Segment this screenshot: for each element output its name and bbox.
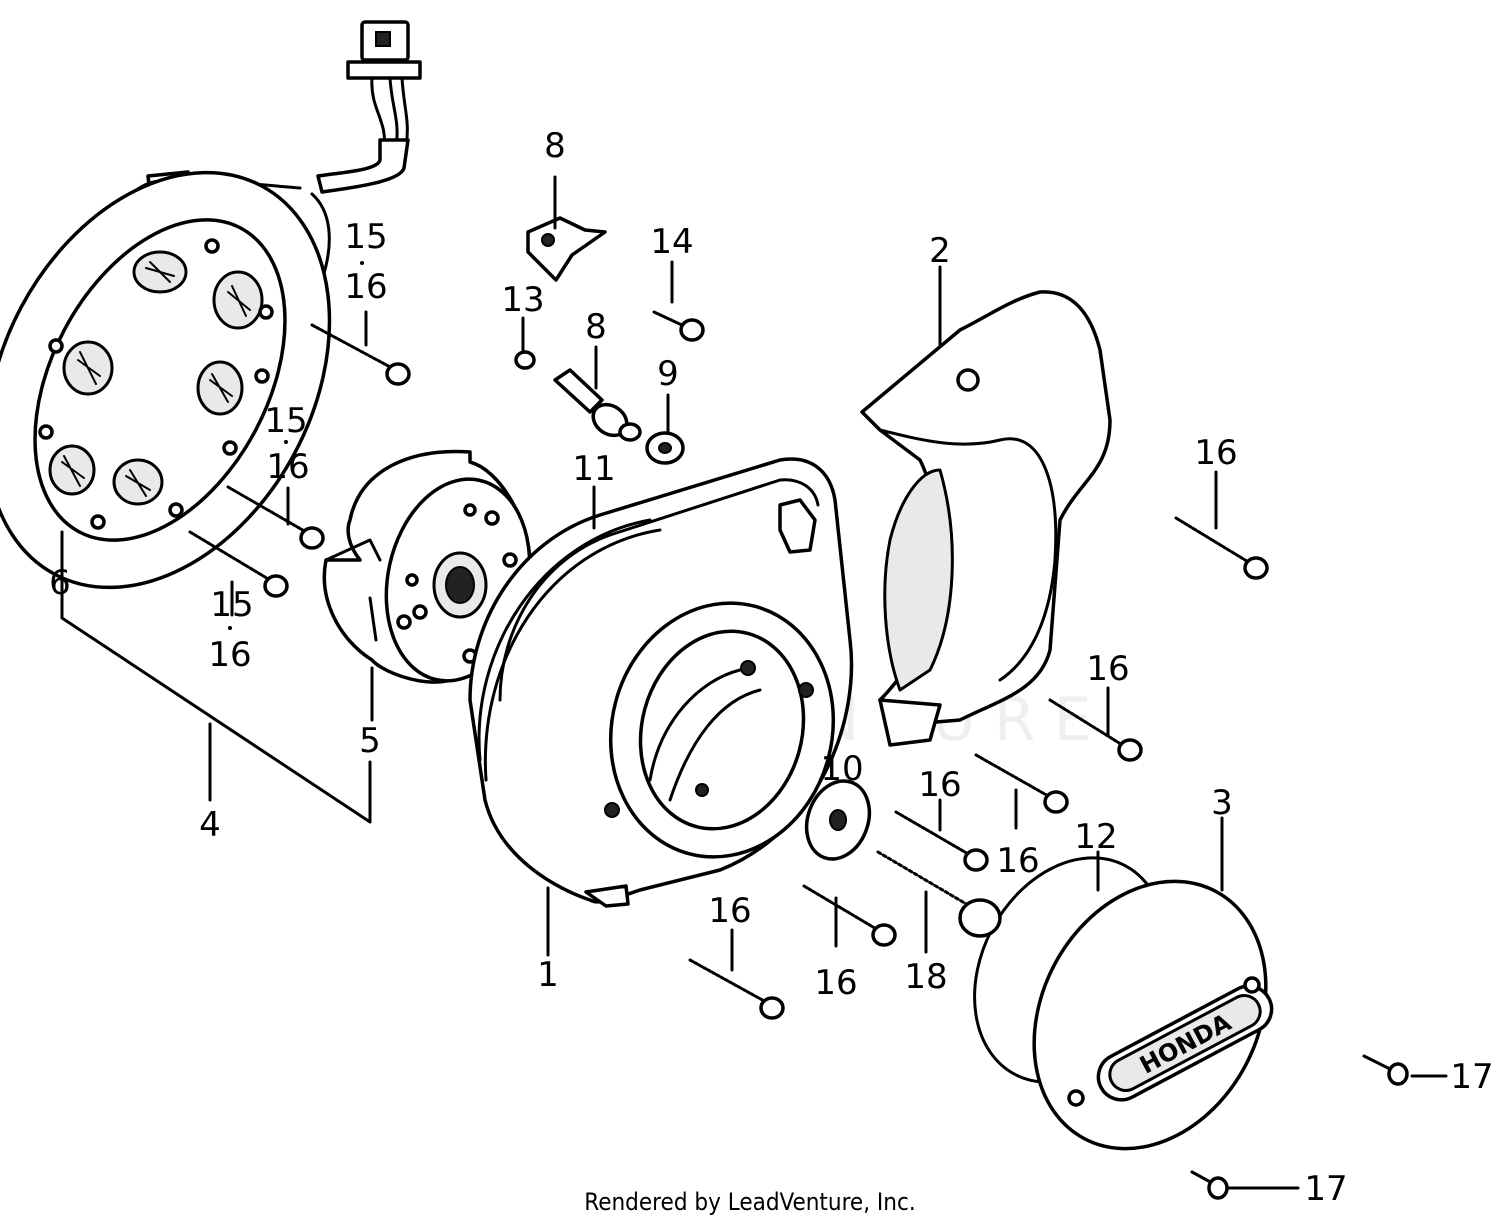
callout-16i: 16 (708, 891, 751, 931)
callout-15b: 15 (264, 401, 307, 441)
bolt-15-16-mid (226, 485, 325, 550)
callout-2: 2 (929, 231, 951, 271)
o-ring-13 (514, 350, 536, 370)
callout-16f: 16 (918, 765, 961, 805)
callout-8: 8 (585, 307, 607, 347)
screw-17-lower (1190, 1170, 1229, 1200)
callout-18: 18 (904, 957, 947, 997)
gasket-ring-11 (477, 518, 662, 782)
callout-16g: 16 (996, 841, 1039, 881)
dot-separators (228, 261, 364, 630)
leader-lines (60, 175, 1448, 1190)
bolt-18 (876, 850, 1002, 938)
callout-4: 4 (199, 805, 221, 845)
callout-16b: 16 (266, 447, 309, 487)
callout-5: 5 (359, 721, 381, 761)
bolt-15-16-low (188, 530, 289, 598)
bracket-7 (526, 216, 607, 282)
callout-10: 10 (820, 749, 863, 789)
bolt-16-center-c (802, 884, 897, 947)
stator-part (0, 20, 422, 590)
bolt-16-center-b (894, 810, 989, 872)
callout-17b: 17 (1304, 1169, 1347, 1209)
callout-15c: 15 (210, 585, 253, 625)
callout-15a: 15 (344, 217, 387, 257)
callout-16a: 16 (344, 267, 387, 307)
nut-9 (645, 431, 685, 465)
bolt-16-bottom (688, 958, 785, 1020)
screw-17-upper (1362, 1054, 1409, 1086)
callout-1: 1 (537, 955, 559, 995)
callout-9: 9 (657, 354, 679, 394)
bolt-15-16-top (310, 323, 411, 386)
callout-6: 6 (49, 563, 71, 603)
callout-14: 14 (650, 222, 693, 262)
callout-13: 13 (501, 280, 544, 320)
credit-text: Rendered by LeadVenture, Inc. (584, 1188, 915, 1216)
left-crankcase-cover-part (468, 457, 854, 908)
callout-16c: 16 (208, 635, 251, 675)
bolt-16-right-mid (1048, 698, 1143, 762)
bolt-16-center-a (974, 753, 1069, 814)
callout-11: 11 (572, 449, 615, 489)
cap-part: HONDA (973, 856, 1274, 1151)
sprocket-cover-part (860, 290, 1112, 747)
bolt-16-right-top (1174, 516, 1269, 580)
callout-7: 8 (544, 126, 566, 166)
callout-3: 3 (1211, 783, 1233, 823)
bolts (188, 323, 1409, 1200)
pivot-bolt-8 (553, 368, 642, 442)
screw-14 (652, 310, 705, 342)
callout-16h: 16 (814, 963, 857, 1003)
callout-17a: 17 (1450, 1057, 1493, 1097)
callout-16e: 16 (1086, 649, 1129, 689)
washer-10 (804, 779, 872, 861)
callout-16d: 16 (1194, 433, 1237, 473)
callout-12: 12 (1074, 817, 1117, 857)
